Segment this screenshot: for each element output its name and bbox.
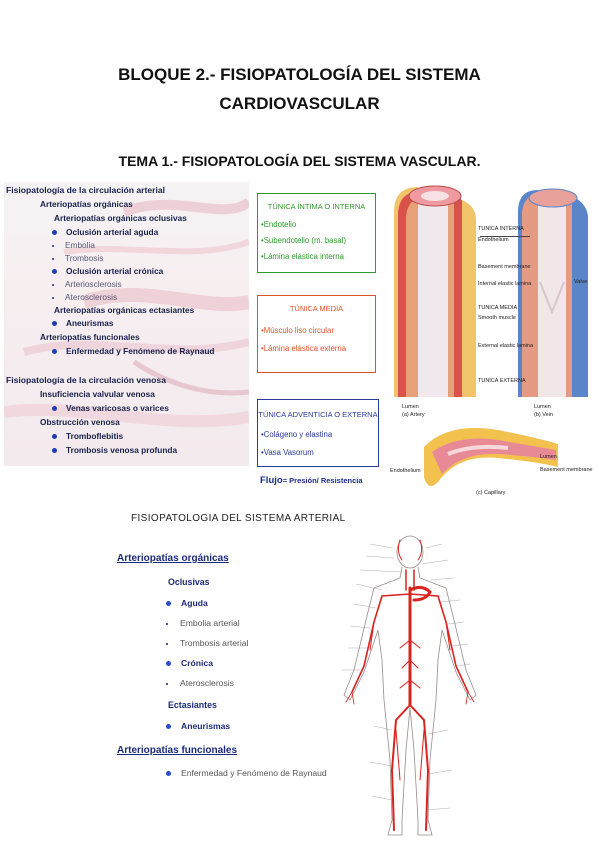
- venous-circulation-title: Fisiopatología de la circulación venosa: [6, 375, 166, 385]
- tunica-intima-box: TÚNICA ÍNTIMA O INTERNA •Endotelio •Sube…: [257, 193, 376, 273]
- bullet-icon: [52, 349, 57, 355]
- funcionales-category: Arteriopatías funcionales: [117, 745, 238, 756]
- tunica-media-title: TÚNICA MEDIA: [289, 304, 344, 313]
- document-title-line2: CARDIOVASCULAR: [219, 94, 380, 113]
- human-arteries-drawing: [342, 535, 477, 836]
- dash-icon: [52, 296, 54, 299]
- list-item: Aguda: [166, 598, 208, 608]
- list-item: Enfermedad y Fenómeno de Raynaud: [52, 346, 214, 356]
- label-endothelium-c: Endothelium: [390, 468, 421, 474]
- list-item: Trombosis venosa profunda: [52, 445, 177, 455]
- tunica-media-box: TÚNICA MEDIA •Músculo liso circular •Lám…: [257, 295, 376, 373]
- bullet-icon: [166, 601, 171, 607]
- oclusivas-heading: Arteriopatías orgánicas oclusivas: [54, 213, 187, 223]
- bullet-icon: [52, 269, 57, 275]
- dash-icon: [166, 642, 168, 645]
- label-endothelium: Endothelium: [478, 237, 509, 243]
- ectasiantes-heading: Arteriopatías orgánicas ectasiantes: [54, 305, 195, 315]
- bullet-icon: [166, 661, 171, 667]
- bullet-icon: [166, 771, 171, 777]
- bullet-icon: [52, 448, 57, 454]
- list-item: Aneurismas: [52, 318, 114, 328]
- vessel-diagram: [394, 185, 588, 486]
- insuficiencia-heading: Insuficiencia valvular venosa: [40, 389, 155, 399]
- topic-subtitle: TEMA 1.- FISIOPATOLOGÍA DEL SISTEMA VASC…: [118, 153, 481, 169]
- list-item: Trombosis arterial: [166, 638, 248, 648]
- dash-icon: [52, 244, 54, 247]
- label-basement: Basement membrane: [478, 264, 531, 270]
- circulation-outline-panel: Fisiopatología de la circulación arteria…: [4, 182, 249, 466]
- list-item: Enfermedad y Fenómeno de Raynaud: [166, 768, 327, 778]
- label-external-elastic: External elastic lamina: [478, 343, 534, 349]
- flow-formula: Flujo= Presión/ Resistencia: [260, 475, 363, 486]
- tunica-adventicia-box: TÚNICA ADVENTICIA O EXTERNA •Colágeno y …: [257, 399, 379, 467]
- list-item: Aterosclerosis: [52, 292, 117, 302]
- organicas-category: Arteriopatías orgánicas: [117, 553, 229, 564]
- tunica-intima-title: TÚNICA ÍNTIMA O INTERNA: [267, 202, 366, 211]
- label-lumen-a: Lumen: [402, 404, 419, 410]
- flow-label: Flujo: [260, 475, 283, 486]
- tunica-media-item: •Músculo liso circular: [261, 326, 334, 335]
- dash-icon: [52, 283, 54, 286]
- label-tunica-externa: TUNICA EXTERNA: [478, 378, 526, 384]
- bullet-icon: [52, 230, 57, 236]
- list-item: Aterosclerosis: [166, 678, 234, 688]
- tunica-adventicia-item: •Vasa Vasorum: [261, 448, 314, 457]
- label-basement-c: Basement membrane: [540, 467, 593, 473]
- bullet-icon: [166, 724, 171, 730]
- list-item: Venas varicosas o varices: [52, 403, 169, 413]
- label-lumen-c: Lumen: [540, 454, 557, 460]
- vessel-structure-illustration: TUNICA INTERNA Endothelium Basement memb…: [388, 182, 594, 502]
- label-tunica-interna: TUNICA INTERNA: [478, 226, 524, 232]
- label-artery: (a) Artery: [402, 412, 425, 418]
- list-item: Embolia arterial: [166, 618, 240, 628]
- funcionales-heading: Arteriopatías funcionales: [40, 332, 140, 342]
- list-item: Arteriosclerosis: [52, 279, 122, 289]
- bullet-icon: [52, 434, 57, 440]
- organicas-heading: Arteriopatías orgánicas: [40, 199, 133, 209]
- arterial-system-body-figure: [330, 530, 500, 842]
- tunica-intima-item: •Endotelio: [261, 220, 297, 229]
- list-item: Crónica: [166, 658, 213, 668]
- tunica-adventicia-item: •Colágeno y elastina: [261, 430, 333, 439]
- label-tunica-media: TUNICA MEDIA: [478, 305, 518, 311]
- label-capillary: (c) Capillary: [476, 490, 506, 496]
- tunica-media-item: •Lámina elástica externa: [261, 344, 347, 353]
- label-lumen-b: Lumen: [534, 404, 551, 410]
- vessel-background-graphic: [4, 197, 249, 428]
- bullet-icon: [52, 406, 57, 412]
- tunica-intima-item: •Lámina elástica interna: [261, 252, 344, 261]
- tunica-adventicia-title: TÚNICA ADVENTICIA O EXTERNA: [258, 410, 378, 419]
- dash-icon: [166, 682, 168, 685]
- label-internal-elastic: Internal elastic lamina: [478, 281, 532, 287]
- dash-icon: [52, 257, 54, 260]
- list-item: Oclusión arterial aguda: [52, 227, 158, 237]
- obstruccion-heading: Obstrucción venosa: [40, 417, 120, 427]
- document-title-line1: BLOQUE 2.- FISIOPATOLOGÍA DEL SISTEMA: [118, 65, 481, 84]
- arterial-section-heading: FISIOPATOLOGIA DEL SISTEMA ARTERIAL: [131, 513, 346, 524]
- list-item: Trombosis: [52, 253, 103, 263]
- dash-icon: [166, 622, 168, 625]
- flow-equation: = Presión/ Resistencia: [282, 476, 363, 485]
- list-item: Embolia: [52, 240, 95, 250]
- ectasiantes-subheading: Ectasiantes: [168, 700, 217, 710]
- oclusivas-subheading: Oclusivas: [168, 577, 210, 587]
- tunica-intima-item: •Subendotelio (m. basal): [261, 236, 347, 245]
- label-vein: (b) Vein: [534, 412, 553, 418]
- label-valve: Valve: [574, 279, 588, 285]
- leader-line: [480, 236, 530, 237]
- list-item: Oclusión arterial crónica: [52, 266, 163, 276]
- list-item: Aneurismas: [166, 721, 230, 731]
- bullet-icon: [52, 321, 57, 327]
- list-item: Tromboflebitis: [52, 431, 123, 441]
- arterial-circulation-title: Fisiopatología de la circulación arteria…: [6, 185, 166, 195]
- label-smooth-muscle: Smooth muscle: [478, 315, 516, 321]
